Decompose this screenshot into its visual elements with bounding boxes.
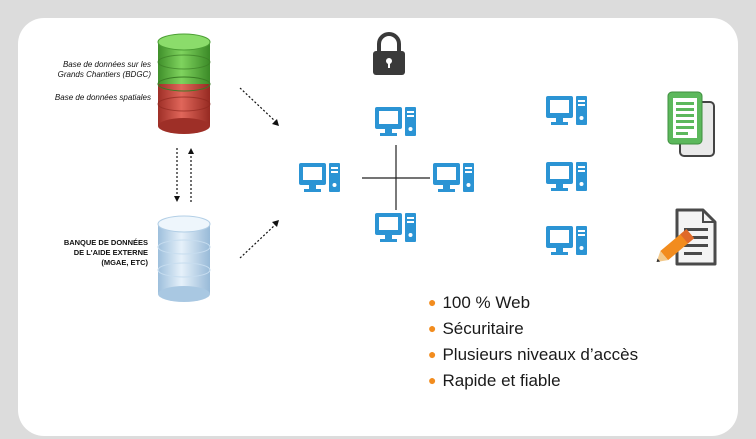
lock-icon: [373, 32, 405, 75]
computer-icon: [546, 162, 587, 191]
computer-icon: [546, 96, 587, 125]
spatial-database-icon: [157, 33, 211, 134]
feature-text: 100 % Web: [442, 293, 531, 312]
edit-document-icon: [656, 208, 717, 266]
bdgc-label-line2: Grands Chantiers (BDGC): [57, 70, 151, 79]
bullet-icon: ●: [428, 320, 437, 336]
features-list: ● 100 % Web ● Sécuritaire ● Plusieurs nivea…: [428, 290, 638, 394]
bullet-icon: ●: [428, 294, 437, 310]
feature-text: Rapide et fiable: [442, 371, 561, 390]
external-aid-db-label: BANQUE DE DONNÉES DE L'AIDE EXTERNE (MGA…: [36, 238, 148, 268]
computer-icon: [375, 107, 416, 136]
spatial-db-label: Base de données spatiales: [54, 93, 151, 102]
feature-item: ● 100 % Web: [428, 290, 638, 316]
bullet-icon: ●: [428, 372, 437, 388]
bdgc-label-line1: Base de données sur les: [62, 60, 151, 69]
feature-text: Plusieurs niveaux d’accès: [442, 345, 639, 364]
computer-icon: [546, 226, 587, 255]
sync-arrows: [174, 148, 194, 202]
feature-text: Sécuritaire: [442, 319, 524, 338]
computer-icon: [299, 163, 340, 192]
external-aid-label-line1: BANQUE DE DONNÉES: [63, 238, 148, 247]
feature-item: ● Sécuritaire: [428, 316, 638, 342]
network-links: [362, 145, 430, 210]
computer-icon: [433, 163, 474, 192]
computer-icon: [375, 213, 416, 242]
external-aid-label-line3: (MGAE, ETC): [101, 258, 148, 267]
external-aid-database-icon: [157, 215, 211, 302]
document-icon: [667, 91, 715, 157]
external-aid-label-line2: DE L'AIDE EXTERNE: [73, 248, 148, 257]
bullet-icon: ●: [428, 346, 437, 362]
feature-item: ● Plusieurs niveaux d’accès: [428, 342, 638, 368]
connection-arrows: [239, 87, 279, 259]
feature-item: ● Rapide et fiable: [428, 368, 638, 394]
bdgc-label: Base de données sur les Grands Chantiers…: [46, 60, 151, 80]
